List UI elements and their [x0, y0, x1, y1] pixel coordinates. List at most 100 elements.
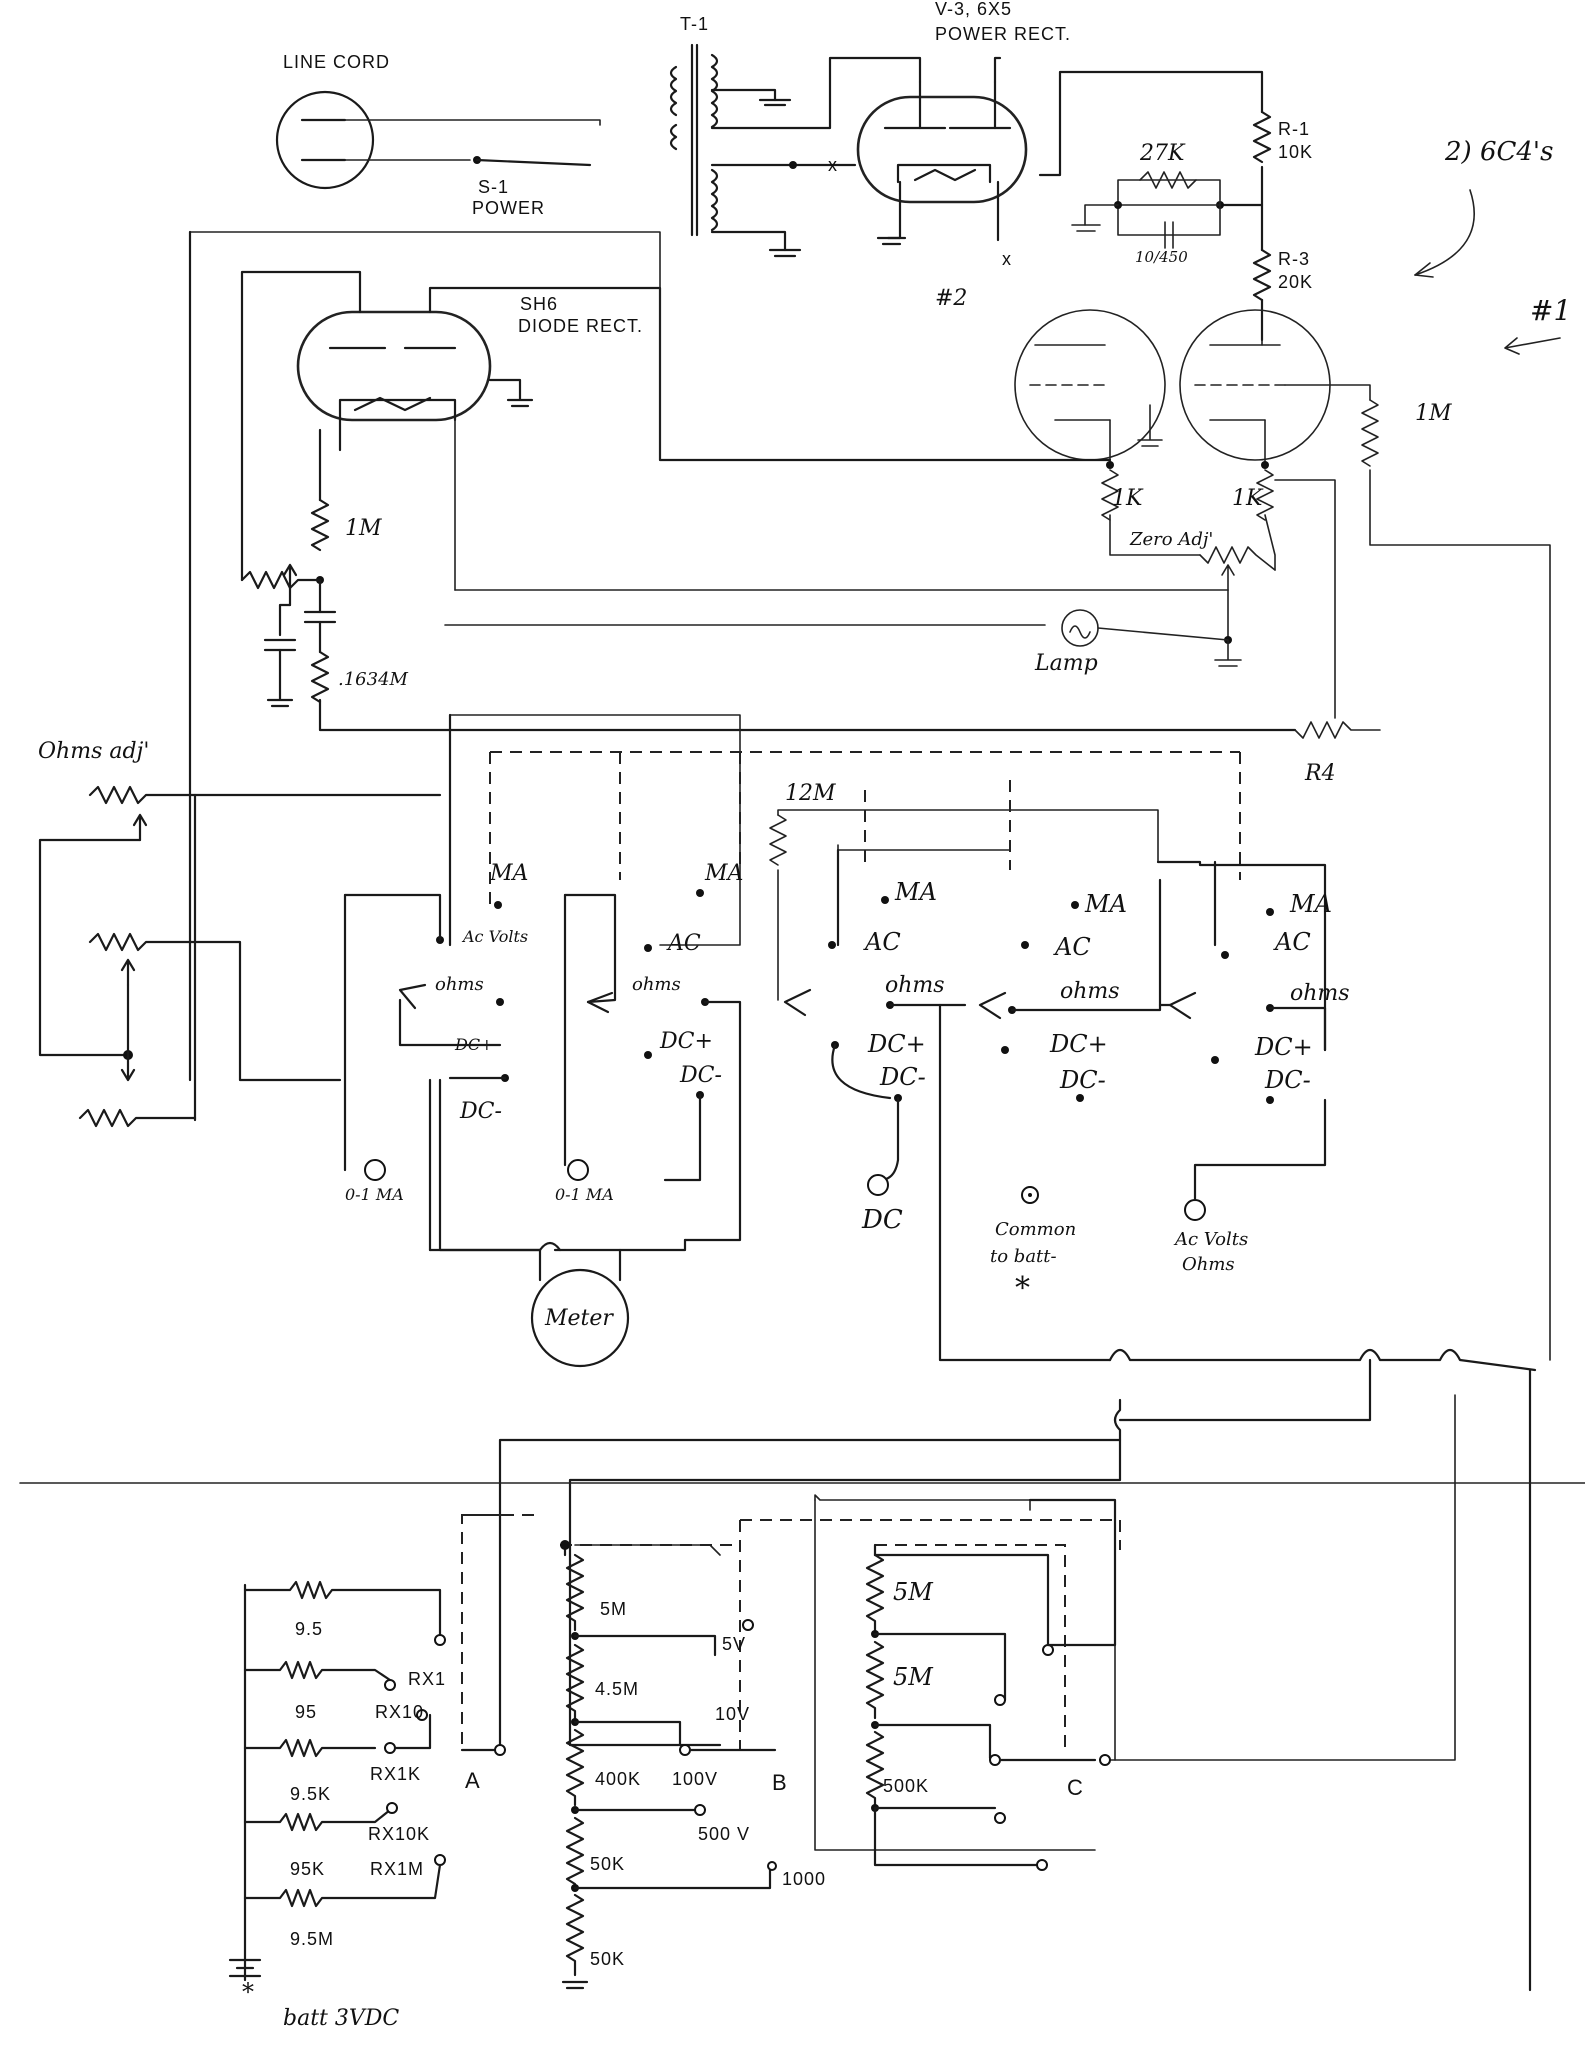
- deck2-ma-label: MA: [704, 861, 743, 886]
- meter-label: Meter: [544, 1306, 614, 1331]
- tube-6c4-pair: #2 1M 1K 1K Zero Adj': [935, 286, 1551, 1361]
- deck4-ma-label: MA: [1084, 890, 1127, 918]
- zero-adj-label: Zero Adj': [1129, 529, 1213, 550]
- deck1-dcminus-label: DC-: [459, 1099, 502, 1124]
- lamp-label: Lamp: [1034, 651, 1098, 676]
- r27k-label: 27K: [1139, 141, 1186, 166]
- rx10-label: RX10: [375, 1702, 424, 1722]
- deck4-ac-label: AC: [1053, 933, 1091, 961]
- rectifier-v3: V-3, 6X5 POWER RECT. x: [856, 0, 1264, 269]
- deck2-ohms-label: ohms: [632, 974, 681, 995]
- deck4-dcplus-contact: [1001, 1046, 1009, 1054]
- deck5-ac-label: AC: [1273, 928, 1311, 956]
- r5m-label: 5M: [600, 1599, 627, 1619]
- deck3-dcplus-label: DC+: [867, 1030, 926, 1058]
- t1-label: T-1: [680, 14, 709, 34]
- r45m-label: 4.5M: [595, 1679, 639, 1699]
- v10-label: 10V: [715, 1704, 750, 1724]
- r1-label: R-1: [1278, 119, 1310, 139]
- switch-deck-1: MA Ac Volts ohms DC+ DC- 0-1 MA: [343, 861, 542, 1252]
- deck2-ac-label: AC: [666, 931, 701, 956]
- r-1m-a-label: 1M: [345, 516, 382, 541]
- rx1k-label: RX1K: [370, 1764, 421, 1784]
- switch-b-label: B: [772, 1770, 788, 1795]
- to-batt-label: to batt-: [990, 1246, 1057, 1267]
- r1-value: 10K: [1278, 142, 1313, 162]
- deck4-dcminus-contact: [1076, 1094, 1084, 1102]
- note-6c4: 2) 6C4's #1: [1414, 137, 1571, 355]
- jack-dc[interactable]: [867, 1174, 889, 1196]
- s1-label: S-1: [478, 177, 509, 197]
- filter-network: R-1 10K R-3 20K 27K 10/450: [1071, 110, 1313, 342]
- rx10k-label: RX10K: [368, 1824, 430, 1844]
- r5m-b-label: 5M: [893, 1663, 934, 1691]
- v5-label: 5V: [722, 1634, 746, 1654]
- v100-label: 100V: [672, 1769, 718, 1789]
- r500k-label: 500K: [883, 1776, 929, 1796]
- r5m-a-label: 5M: [893, 1578, 934, 1606]
- jack1-label: 0-1 MA: [345, 1185, 404, 1204]
- r4-label: R4: [1304, 761, 1336, 786]
- r3-value: 20K: [1278, 272, 1313, 292]
- r-1m-b-label: 1M: [1415, 401, 1452, 426]
- acv-ohms-label-2: Ohms: [1182, 1254, 1235, 1275]
- switch-deck-2: MA AC ohms DC+ DC- 0-1 MA: [553, 861, 743, 1252]
- r-1k-a-label: 1K: [1112, 486, 1144, 511]
- deck3-ma-label: MA: [894, 878, 937, 906]
- r95m-label: 9.5M: [290, 1929, 334, 1949]
- deck3-ma-contact: [881, 896, 889, 904]
- common-label: Common: [995, 1219, 1076, 1240]
- jack-0-1ma-1[interactable]: [364, 1159, 386, 1181]
- deck2-dcminus-label: DC-: [679, 1063, 722, 1088]
- bus-wiring: [19, 1348, 1585, 1992]
- r3-label: R-3: [1278, 249, 1310, 269]
- rx1-label: RX1: [408, 1669, 446, 1689]
- deck2-ac-contact: [644, 944, 652, 952]
- deck5-dcplus-contact: [1211, 1056, 1219, 1064]
- deck5-dcminus-label: DC-: [1264, 1066, 1311, 1094]
- switch-c-label: C: [1067, 1775, 1084, 1800]
- deck3-ac-contact: [828, 941, 836, 949]
- deck4-dcplus-label: DC+: [1049, 1030, 1108, 1058]
- r-1k-b-label: 1K: [1232, 486, 1264, 511]
- deck5-ma-label: MA: [1289, 890, 1332, 918]
- ohms-adj-label: Ohms adj': [38, 739, 149, 764]
- v3-power-rect-label: POWER RECT.: [935, 24, 1071, 44]
- jack-acv-ohms[interactable]: [1184, 1199, 1206, 1221]
- deck2-dcplus-label: DC+: [659, 1029, 713, 1054]
- x-mark-1: x: [828, 155, 838, 175]
- transformer-t1: T-1 x: [669, 14, 922, 258]
- jack-dc-label: DC: [861, 1205, 903, 1235]
- deck5-ohms-label: ohms: [1290, 981, 1350, 1006]
- deck3-ohms-label: ohms: [885, 973, 945, 998]
- batt-label: batt 3VDC: [283, 2006, 399, 2031]
- r400k-label: 400K: [595, 1769, 641, 1789]
- r-12m-label: 12M: [785, 781, 836, 806]
- r950k-label: 95K: [290, 1859, 325, 1879]
- x-mark-2: x: [1002, 249, 1012, 269]
- r50k-b-label: 50K: [590, 1949, 625, 1969]
- lamp-and-r4: Lamp R4: [188, 230, 1381, 1082]
- v1000-label: 1000: [782, 1869, 826, 1889]
- deck1-ohms-contact: [496, 998, 504, 1006]
- diode-rect-label: DIODE RECT.: [518, 316, 643, 336]
- deck2-dcplus-contact: [644, 1051, 652, 1059]
- jack2-label: 0-1 MA: [555, 1185, 614, 1204]
- ohms-range-section: 9.5 RX1 95 RX10 RX1K A 9.5K RX10K 95K RX…: [228, 1514, 540, 2031]
- power-switch: S-1 POWER: [472, 156, 592, 218]
- deck5-dcplus-label: DC+: [1254, 1033, 1313, 1061]
- jack-0-1ma-2[interactable]: [567, 1159, 589, 1181]
- cap-value: 10/450: [1135, 248, 1188, 266]
- deck5-ac-contact: [1221, 951, 1229, 959]
- deck4-ma-contact: [1071, 901, 1079, 909]
- deck1-ma-contact: [494, 901, 502, 909]
- line-cord-label: LINE CORD: [283, 52, 390, 72]
- deck1-ma-label: MA: [489, 861, 528, 886]
- rx1m-label: RX1M: [370, 1859, 424, 1879]
- power-label: POWER: [472, 198, 545, 218]
- deck4-ohms-label: ohms: [1060, 979, 1120, 1004]
- meter: Meter: [428, 1078, 630, 1368]
- batt-asterisk: *: [242, 1978, 254, 2006]
- diode-rect-6h6: SH6 DIODE RECT. 1M .1634M: [240, 270, 1297, 732]
